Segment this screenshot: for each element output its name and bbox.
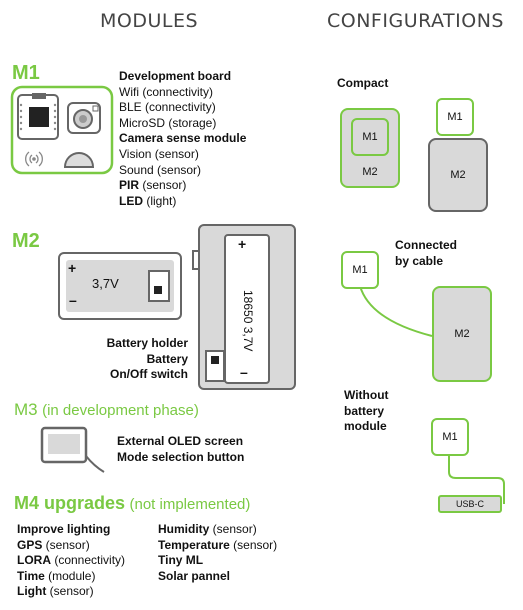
plus-sign: + [68,260,77,276]
cable-line [359,285,433,337]
battery-holder: + – 18650 3,7V [198,224,296,390]
m4-item: Tiny ML [158,553,204,568]
switch-label: On/Off switch [110,367,188,382]
cell-minus: – [240,364,248,380]
compact-m2-label: M2 [362,166,378,178]
nobattery-label: Without battery module [344,388,389,435]
cable-m1: M1 [341,251,379,289]
m1-line: MicroSD (storage) [119,115,217,130]
usb-cable-line [448,454,505,504]
compact-label: Compact [337,76,389,90]
m4-col2: Humidity (sensor) Temperature (sensor) T… [158,522,277,584]
stacked-m1: M1 [436,98,474,136]
cell-label: 18650 3,7V [241,290,255,352]
usb-c-connector: USB-C [438,495,502,513]
nobattery-m1: M1 [431,418,469,456]
compact-m2: M1 M2 [340,108,400,188]
m4-item: Solar pannel [158,568,231,583]
cable-label: Connected by cable [395,238,457,269]
stacked-m2: M2 [428,138,488,212]
m4-item: Improve lighting [17,522,111,536]
m3-line: External OLED screen [117,434,244,448]
m1-feature-list: Development board Wifi (connectivity) BL… [119,69,246,209]
m3-heading: M3 (in development phase) [14,400,199,420]
m1-line: Camera sense module [119,131,247,146]
compact-m1: M1 [351,118,389,156]
m3-title: M3 [14,400,38,419]
battery-pack: + – 3,7V [58,252,182,320]
configurations-header: CONFIGURATIONS [327,10,504,32]
m4-item: LORA (connectivity) [17,553,126,568]
battery-holder-label: Battery holder [106,336,188,350]
m3-line: Mode selection button [117,449,245,464]
minus-sign: – [69,292,77,308]
cable-label-line: by cable [395,253,444,268]
cable-m2: M2 [432,286,492,382]
m1-line: Sound (sensor) [119,162,202,177]
nobattery-label-line: battery [344,403,385,418]
m4-item: Humidity (sensor) [158,522,257,536]
nobattery-label-line: Without [344,388,389,402]
m1-line: LED (light) [119,193,177,208]
m1-line: Wifi (connectivity) [119,84,214,99]
battery-voltage: 3,7V [92,276,119,291]
m4-item: GPS (sensor) [17,537,90,552]
m1-board-illustration [10,85,114,175]
m4-item: Light (sensor) [17,584,94,599]
m1-line: PIR (sensor) [119,178,187,193]
m2-title: M2 [12,230,40,252]
battery-switch [148,270,170,302]
m1-line: BLE (connectivity) [119,100,216,115]
modules-header: MODULES [100,10,199,32]
m1-title: M1 [12,62,40,84]
m3-feature-list: External OLED screen Mode selection butt… [117,434,244,465]
m2-labels: Battery holder Battery On/Off switch [80,336,188,383]
m4-heading: M4 upgrades (not implemented) [14,493,250,514]
oled-screen-illustration [40,426,105,473]
m4-col1: Improve lighting GPS (sensor) LORA (conn… [17,522,125,600]
18650-cell: + – 18650 3,7V [224,234,270,384]
m4-item: Temperature (sensor) [158,537,278,552]
m4-title: M4 upgrades [14,493,126,513]
m1-line: Development board [119,69,232,83]
holder-switch [205,350,225,382]
cable-label-line: Connected [395,238,458,252]
m4-item: Time (module) [17,568,96,583]
cell-plus: + [238,236,247,252]
m1-line: Vision (sensor) [119,146,199,161]
m4-subtitle: (not implemented) [129,496,251,513]
m3-subtitle: (in development phase) [42,402,199,419]
nobattery-label-line: module [344,419,387,434]
battery-label: Battery [146,351,188,366]
